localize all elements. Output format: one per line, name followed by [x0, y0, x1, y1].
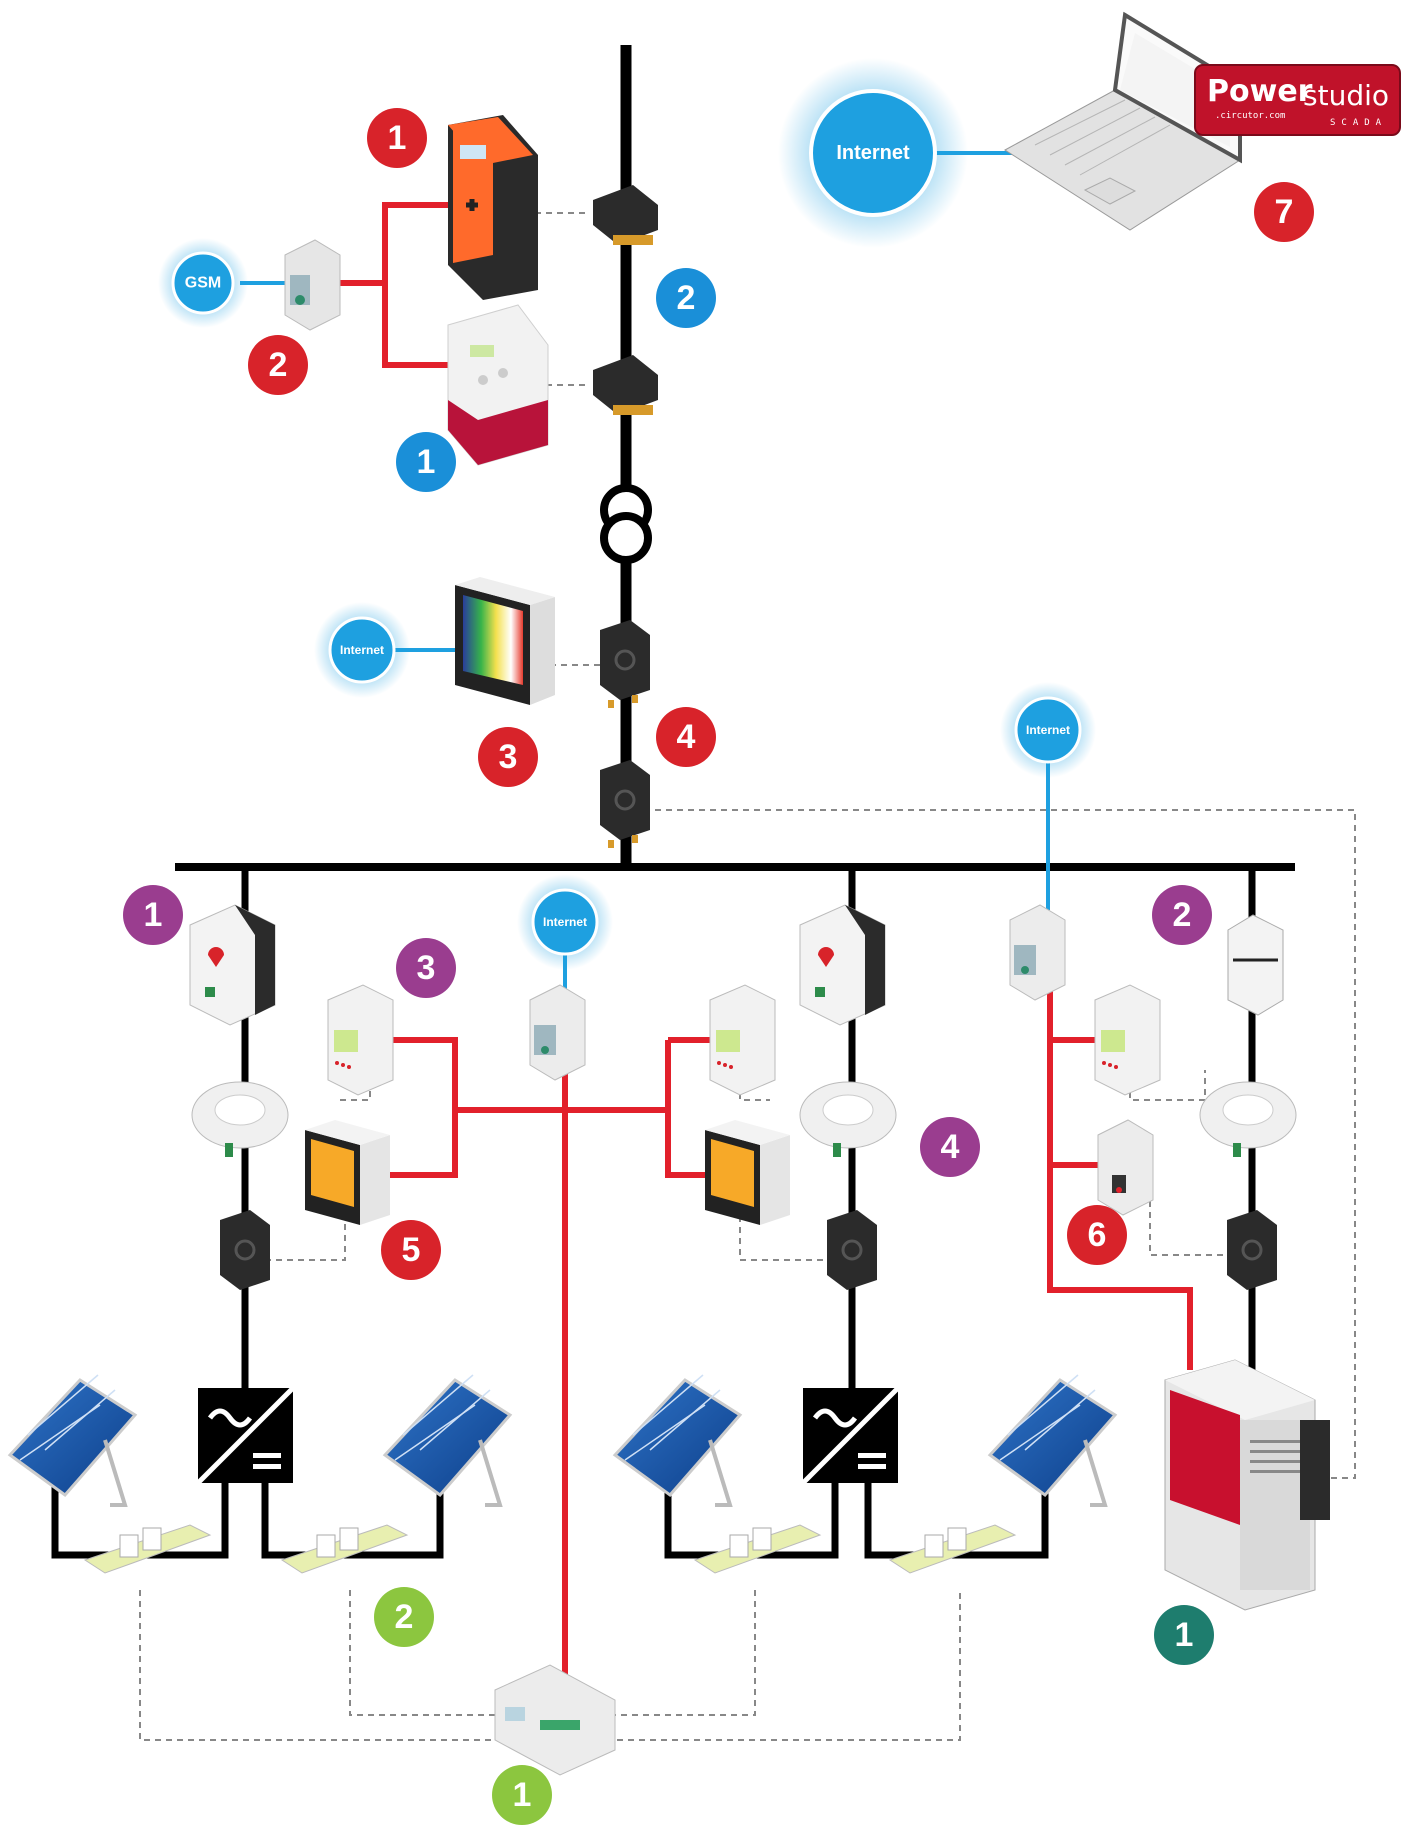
current-transformer-icon — [593, 185, 658, 245]
string-box-icon — [83, 1524, 212, 1574]
svg-text:1: 1 — [388, 119, 407, 157]
svg-text:2: 2 — [395, 1598, 414, 1636]
internet-bubble-display: Internet — [314, 602, 410, 698]
svg-text:6: 6 — [1088, 1216, 1107, 1254]
logo-product: studio — [1303, 79, 1389, 112]
ethernet-gateway-icon — [529, 984, 586, 1081]
svg-text:1: 1 — [417, 443, 436, 481]
string-box-icon — [693, 1524, 822, 1574]
solar-panel-icon — [987, 1374, 1118, 1507]
solar-panel-icon — [7, 1374, 138, 1507]
badge-red-3: 3 — [478, 727, 538, 787]
badge-green-1: 1 — [492, 1765, 552, 1825]
badge-red-7: 7 — [1254, 182, 1314, 242]
capacitor-bank-cabinet-icon — [1164, 1359, 1330, 1611]
svg-text:5: 5 — [402, 1231, 421, 1269]
logo-brand: Power — [1207, 74, 1313, 109]
current-transformer-icon — [593, 355, 658, 415]
ethernet-gateway-icon — [1097, 1119, 1154, 1216]
svg-text:3: 3 — [499, 738, 518, 776]
panel-meter-icon — [305, 1120, 390, 1225]
energy-meter-icon — [447, 304, 549, 466]
powerstudio-logo: Power studio .circutor.com SCADA — [1194, 64, 1401, 136]
badge-red-6: 6 — [1067, 1205, 1127, 1265]
internet-bubble-top: Internet — [778, 58, 968, 248]
toroidal-sensor-icon — [191, 1081, 289, 1157]
current-transformer-icon — [827, 1210, 877, 1290]
svg-text:3: 3 — [417, 949, 436, 987]
badge-blue-1: 1 — [396, 432, 456, 492]
svg-text:1: 1 — [1175, 1616, 1194, 1654]
badge-purple-1: 1 — [123, 885, 183, 945]
gsm-modem-icon — [284, 239, 341, 331]
panel-meter-icon — [705, 1120, 790, 1225]
rs485-line-center — [390, 1037, 715, 1680]
svg-text:7: 7 — [1275, 193, 1294, 231]
toroidal-sensor-icon — [1199, 1081, 1297, 1157]
svg-text:2: 2 — [677, 279, 696, 317]
circuit-breaker-icon — [189, 904, 276, 1026]
power-analyzer-display-icon — [455, 577, 555, 705]
svg-text:1: 1 — [144, 896, 163, 934]
badge-red-5: 5 — [381, 1220, 441, 1280]
solar-panel-icon — [382, 1374, 513, 1507]
energy-meter-icon — [448, 115, 538, 300]
internet-label-top: Internet — [836, 142, 910, 164]
rs485-line-right — [1047, 985, 1193, 1370]
current-transformer-icon — [600, 760, 650, 848]
din-rail-meter-icon — [1094, 984, 1161, 1096]
internet-bubble-center: Internet — [517, 874, 613, 970]
badge-red-1: 1 — [367, 108, 427, 168]
internet-label-display: Internet — [340, 643, 384, 657]
din-rail-meter-icon — [327, 984, 394, 1096]
badge-red-2: 2 — [248, 335, 308, 395]
internet-bubble-right: Internet — [1000, 682, 1096, 778]
rs485-line-top — [340, 202, 480, 368]
string-box-icon — [888, 1524, 1017, 1574]
badge-teal-1: 1 — [1154, 1605, 1214, 1665]
badge-purple-4: 4 — [920, 1117, 980, 1177]
circuit-breaker-icon — [799, 904, 886, 1026]
internet-label-right: Internet — [1026, 723, 1070, 737]
badge-red-4: 4 — [656, 707, 716, 767]
gsm-label: GSM — [185, 275, 221, 292]
inverter-icon — [801, 1386, 900, 1485]
badge-blue-2: 2 — [656, 268, 716, 328]
toroidal-sensor-icon — [799, 1081, 897, 1157]
current-transformer-icon — [220, 1210, 270, 1290]
din-rail-meter-icon — [709, 984, 776, 1096]
internet-label-center: Internet — [543, 915, 587, 929]
badge-green-2: 2 — [374, 1587, 434, 1647]
inverter-icon — [196, 1386, 295, 1485]
string-box-icon — [280, 1524, 409, 1574]
current-transformer-icon — [1227, 1210, 1277, 1290]
badge-purple-2: 2 — [1152, 885, 1212, 945]
logo-site: .circutor.com — [1215, 111, 1285, 121]
data-concentrator-icon — [494, 1664, 616, 1776]
current-transformer-icon — [600, 620, 650, 708]
gsm-bubble: GSM — [158, 238, 248, 328]
badge-purple-3: 3 — [396, 938, 456, 998]
svg-text:4: 4 — [677, 718, 696, 756]
svg-text:1: 1 — [513, 1776, 532, 1814]
ethernet-gateway-icon — [1009, 904, 1066, 1001]
svg-text:2: 2 — [269, 346, 288, 384]
svg-text:2: 2 — [1173, 896, 1192, 934]
logo-scada: SCADA — [1330, 118, 1387, 128]
transformer-symbol-icon — [600, 484, 652, 564]
circuit-breaker-icon — [1227, 914, 1284, 1016]
solar-panel-icon — [612, 1374, 743, 1507]
svg-text:4: 4 — [941, 1128, 960, 1166]
